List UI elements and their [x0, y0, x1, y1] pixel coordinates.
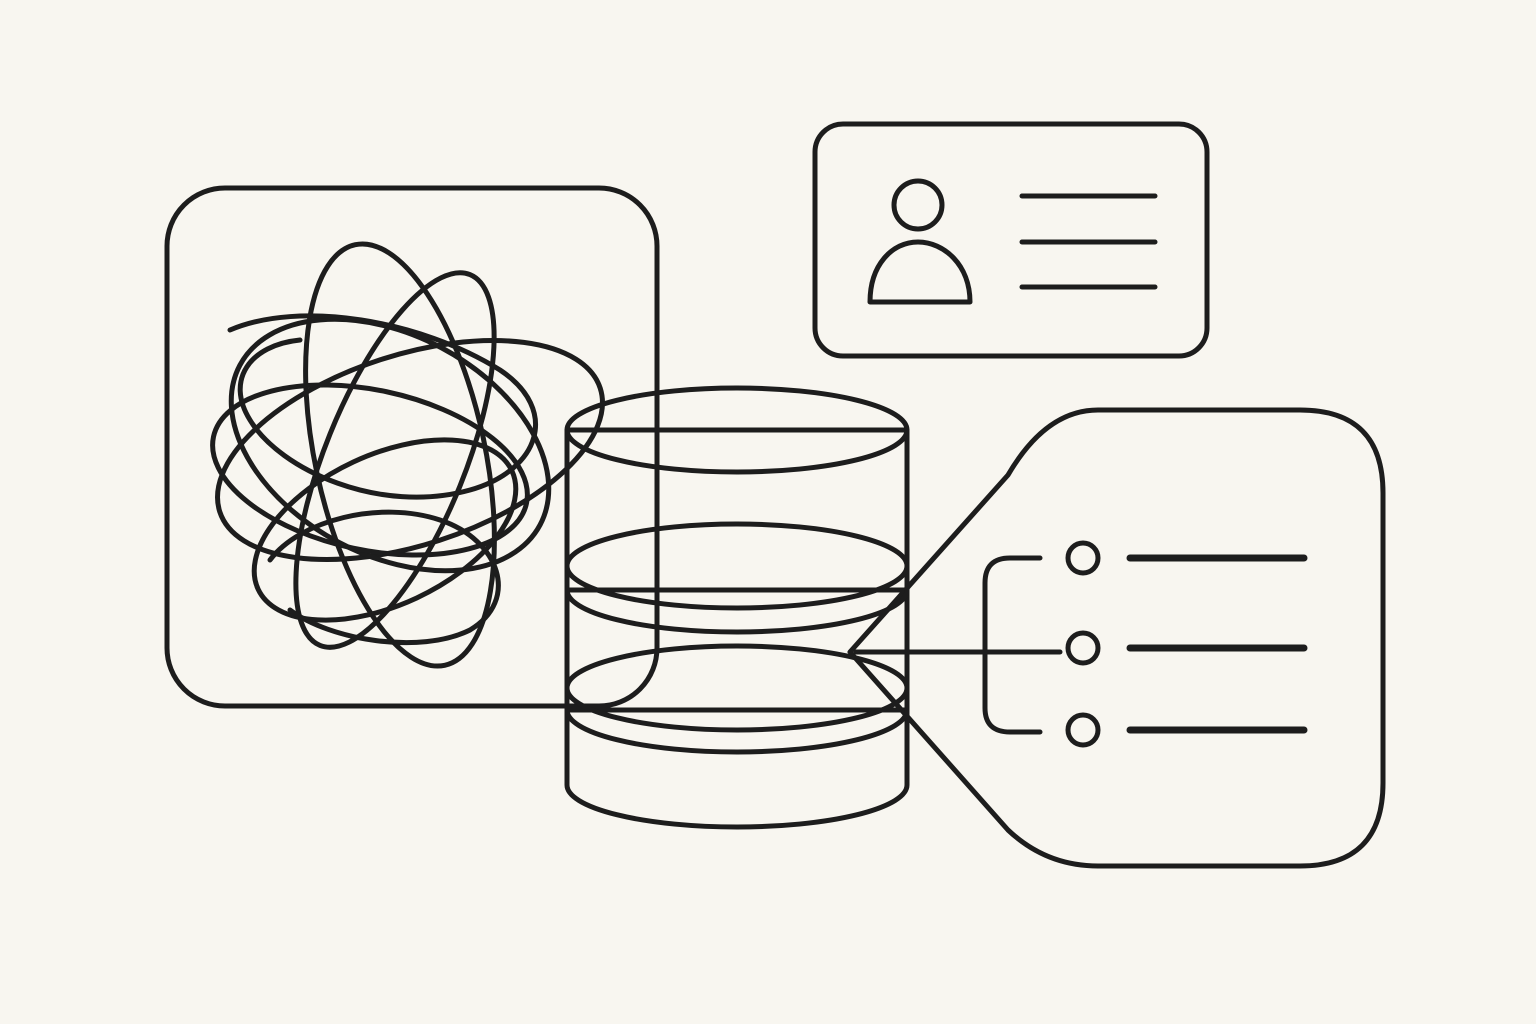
database-bottom-section [564, 707, 910, 830]
tangle-panel-background [164, 185, 660, 709]
callout-bubble [847, 407, 1386, 869]
profile-card [812, 121, 1210, 359]
profile-card-frame [812, 121, 1210, 359]
list-item [1065, 630, 1308, 666]
tangle-loop [227, 313, 539, 500]
tangle-panel [164, 185, 660, 709]
database-middle-section [564, 587, 910, 733]
tangle-loop [293, 270, 497, 650]
list-item [1065, 540, 1308, 576]
database-upper-band [564, 521, 910, 635]
database-lower-band [564, 643, 910, 755]
database-top-section [564, 427, 910, 611]
tree-list-icon [853, 540, 1308, 748]
tree-bracket [982, 555, 1043, 735]
database-lid [564, 385, 910, 475]
tangle-loop [215, 338, 605, 562]
profile-text-lines [1019, 193, 1158, 290]
tangle-loop [210, 382, 530, 558]
tangled-loops-icon [210, 241, 605, 669]
avatar-head [891, 178, 945, 232]
list-bullet [1065, 630, 1101, 666]
list-item [1065, 712, 1308, 748]
list-bullet [1065, 540, 1101, 576]
list-bullet [1065, 712, 1101, 748]
structured-list-callout [847, 407, 1386, 869]
avatar-shoulders [867, 239, 973, 305]
user-avatar-icon [867, 178, 973, 305]
database-cylinder-icon [564, 385, 910, 830]
tangle-loop [267, 509, 501, 646]
